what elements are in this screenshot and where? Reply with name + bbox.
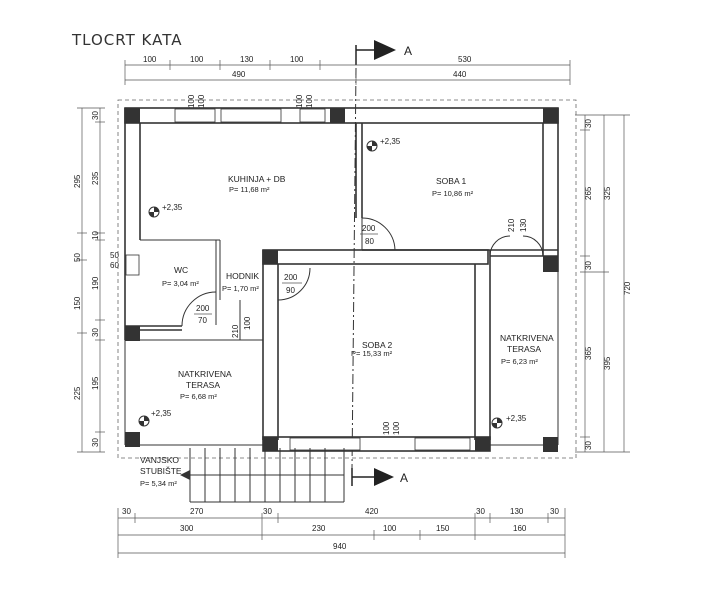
svg-text:100: 100: [295, 94, 304, 108]
svg-text:225: 225: [73, 386, 82, 400]
svg-text:P= 11,68 m²: P= 11,68 m²: [229, 185, 270, 194]
svg-text:P= 6,23 m²: P= 6,23 m²: [501, 357, 538, 366]
svg-text:325: 325: [603, 186, 612, 200]
svg-text:30: 30: [584, 441, 593, 450]
room-soba2: SOBA 2: [362, 340, 393, 350]
svg-text:+2,35: +2,35: [380, 137, 401, 146]
columns: [125, 108, 558, 452]
svg-text:265: 265: [584, 186, 593, 200]
svg-text:300: 300: [180, 524, 194, 533]
svg-text:100: 100: [197, 94, 206, 108]
svg-text:210: 210: [507, 218, 516, 232]
section-cut-line: [351, 67, 357, 469]
section-marker-bottom: A: [351, 468, 408, 486]
room-terasa-left: NATKRIVENA: [178, 369, 232, 379]
svg-text:365: 365: [584, 346, 593, 360]
svg-text:200: 200: [196, 304, 210, 313]
svg-text:10: 10: [91, 231, 100, 240]
svg-text:P= 1,70 m²: P= 1,70 m²: [222, 284, 259, 293]
roof-outline: [117, 99, 577, 459]
svg-text:130: 130: [240, 55, 254, 64]
svg-text:P= 3,04 m²: P= 3,04 m²: [162, 279, 199, 288]
svg-text:200: 200: [284, 273, 298, 282]
svg-text:TERASA: TERASA: [186, 380, 220, 390]
svg-text:TERASA: TERASA: [507, 344, 541, 354]
svg-text:230: 230: [312, 524, 326, 533]
room-hodnik: HODNIK: [226, 271, 259, 281]
svg-text:940: 940: [333, 542, 347, 551]
svg-text:30: 30: [263, 507, 272, 516]
svg-text:100: 100: [243, 316, 252, 330]
svg-text:720: 720: [623, 281, 632, 295]
svg-text:530: 530: [458, 55, 472, 64]
svg-text:160: 160: [513, 524, 527, 533]
svg-text:195: 195: [91, 376, 100, 390]
svg-text:150: 150: [73, 296, 82, 310]
svg-text:30: 30: [91, 438, 100, 447]
svg-text:235: 235: [91, 171, 100, 185]
svg-text:130: 130: [519, 218, 528, 232]
svg-text:P= 15,33 m²: P= 15,33 m²: [351, 349, 393, 358]
room-kuhinja: KUHINJA + DB: [228, 174, 286, 184]
svg-text:30: 30: [584, 119, 593, 128]
windows: 100 100 100 100 100 100 50 60: [110, 94, 471, 451]
svg-text:90: 90: [286, 286, 295, 295]
svg-text:30: 30: [122, 507, 131, 516]
left-dimensions: 295 50 150 225 30 235 10 190 30 195 30: [73, 107, 105, 453]
svg-text:100: 100: [382, 421, 391, 435]
exterior-stairs: [180, 448, 345, 503]
svg-text:100: 100: [392, 421, 401, 435]
svg-text:+2,35: +2,35: [506, 414, 527, 423]
svg-text:+2,35: +2,35: [151, 409, 172, 418]
section-marker-top: A: [355, 40, 412, 65]
svg-text:80: 80: [365, 237, 374, 246]
svg-text:50: 50: [73, 253, 82, 262]
room-soba1: SOBA 1: [436, 176, 467, 186]
doors: 200 80 210 130 200 90 200 70 210 100: [181, 217, 544, 340]
svg-text:50: 50: [110, 251, 119, 260]
svg-text:270: 270: [190, 507, 204, 516]
svg-text:70: 70: [198, 316, 207, 325]
svg-text:150: 150: [436, 524, 450, 533]
svg-text:420: 420: [365, 507, 379, 516]
svg-text:STUBIŠTE: STUBIŠTE: [140, 466, 182, 476]
room-wc: WC: [174, 265, 188, 275]
svg-text:60: 60: [110, 261, 119, 270]
svg-text:P= 10,86 m²: P= 10,86 m²: [432, 189, 474, 198]
level-marker-icon: +2,35 +2,35 +2,35 +2,35: [138, 137, 527, 429]
svg-text:100: 100: [383, 524, 397, 533]
svg-text:100: 100: [290, 55, 304, 64]
section-label-bottom: A: [400, 471, 408, 485]
svg-text:395: 395: [603, 356, 612, 370]
svg-text:100: 100: [143, 55, 157, 64]
svg-text:30: 30: [550, 507, 559, 516]
svg-text:30: 30: [476, 507, 485, 516]
svg-text:130: 130: [510, 507, 524, 516]
room-stubiste: VANJSKO: [140, 455, 179, 465]
right-dimensions: 30 265 30 365 30 325 395 720: [575, 114, 632, 453]
svg-text:295: 295: [73, 174, 82, 188]
svg-text:30: 30: [91, 328, 100, 337]
svg-text:200: 200: [362, 224, 376, 233]
svg-text:100: 100: [190, 55, 204, 64]
bottom-dimensions: 30 270 30 420 30 130 30 300 230 100 150 …: [117, 507, 566, 558]
top-dimensions: 100 100 130 100 530 490 440: [124, 55, 571, 85]
svg-text:190: 190: [91, 276, 100, 290]
svg-text:P= 5,34 m²: P= 5,34 m²: [140, 479, 177, 488]
svg-text:440: 440: [453, 70, 467, 79]
plan-title: TLOCRT KATA: [71, 31, 182, 49]
svg-text:100: 100: [187, 94, 196, 108]
section-label-top: A: [404, 44, 412, 58]
svg-text:210: 210: [231, 324, 240, 338]
room-labels: KUHINJA + DB P= 11,68 m² SOBA 1 P= 10,86…: [140, 174, 554, 488]
svg-text:30: 30: [91, 111, 100, 120]
svg-text:100: 100: [305, 94, 314, 108]
room-terasa-right: NATKRIVENA: [500, 333, 554, 343]
svg-text:30: 30: [584, 261, 593, 270]
svg-text:+2,35: +2,35: [162, 203, 183, 212]
svg-text:P= 6,68 m²: P= 6,68 m²: [180, 392, 217, 401]
svg-text:490: 490: [232, 70, 246, 79]
